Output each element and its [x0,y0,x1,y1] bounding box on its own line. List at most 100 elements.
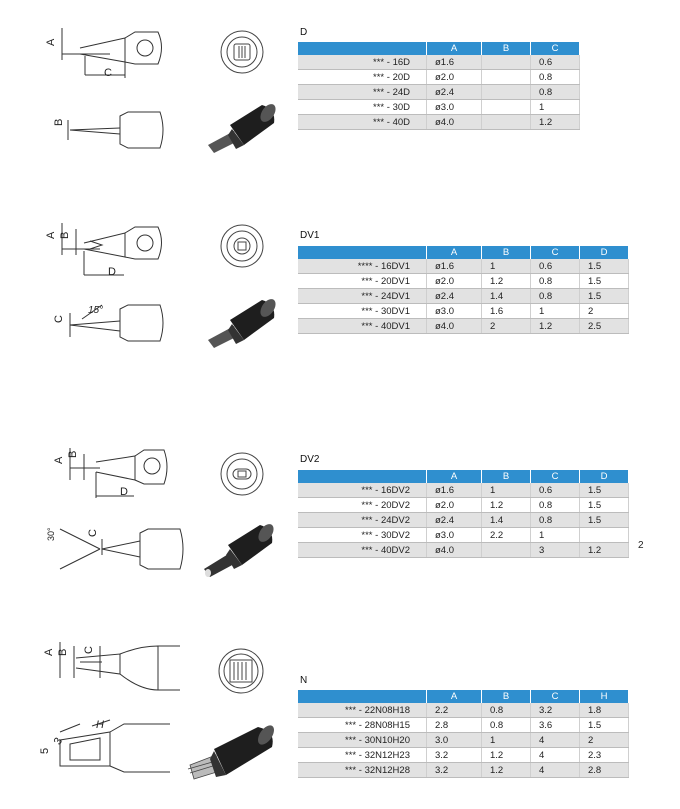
header-cell: B [481,690,531,703]
value-cell: 1.5 [579,512,629,528]
value-cell: ø4.0 [426,318,482,334]
header-cell: A [426,42,482,55]
model-cell: *** - 24DV1 [298,288,427,304]
table-title-n: N [300,675,308,686]
value-cell: 2.5 [579,318,629,334]
model-cell: *** - 20DV2 [298,497,427,513]
label-b: B [53,119,65,126]
tip-dv2-end-view [220,452,264,496]
tip-n-side-drawing: A B C [43,642,180,691]
header-cell [298,42,427,55]
value-cell: 0.8 [530,512,580,528]
value-cell: 1.5 [579,483,629,498]
value-cell [579,527,629,543]
tip-d-end-view [220,30,264,74]
label-c: C [104,67,112,79]
header-cell: D [579,470,629,483]
value-cell [481,55,531,70]
value-cell: 1 [481,483,531,498]
model-cell: *** - 32N12H28 [298,762,427,778]
value-cell: 3.2 [530,703,580,718]
model-cell: *** - 22N08H18 [298,703,427,718]
value-cell: 1.8 [579,703,629,718]
value-cell: 3 [530,542,580,558]
value-cell [481,69,531,85]
label-b: B [59,232,71,239]
value-cell: 3.6 [530,717,580,733]
value-cell: 4 [530,762,580,778]
value-cell: 1.4 [481,288,531,304]
value-cell: 0.8 [530,288,580,304]
label-a: A [45,38,57,46]
label-angle: 30° [46,527,56,541]
label-d: D [120,486,128,498]
value-cell: ø1.6 [426,55,482,70]
value-cell: 1.5 [579,717,629,733]
value-cell: 0.8 [530,497,580,513]
header-cell: B [481,470,531,483]
model-cell: *** - 40D [298,114,427,130]
model-cell: *** - 28N08H15 [298,717,427,733]
tip-dv1-top-drawing: C 15° [53,304,164,342]
header-cell: H [579,690,629,703]
label-5: 5 [40,748,51,754]
label-b: B [57,649,69,656]
model-cell: *** - 30N10H20 [298,732,427,748]
value-cell: 0.8 [530,273,580,289]
model-cell: *** - 16DV2 [298,483,427,498]
value-cell [481,99,531,115]
value-cell: 1.5 [579,259,629,274]
value-cell: ø2.0 [426,497,482,513]
value-cell: 2 [579,303,629,319]
value-cell: 2.2 [481,527,531,543]
value-cell: ø2.4 [426,288,482,304]
tip-dv2-side-drawing: A B D [53,448,168,498]
table-title-dv1: DV1 [300,230,320,241]
value-cell [481,542,531,558]
value-cell: 1.6 [481,303,531,319]
header-cell [298,690,427,703]
label-a: A [45,231,57,239]
table-header-row: A B C D [298,246,629,259]
value-cell: 1.2 [481,762,531,778]
label-angle: 15° [88,305,103,316]
header-cell: A [426,246,482,259]
tip-dv1-end-view [220,224,264,268]
model-cell: *** - 20DV1 [298,273,427,289]
value-cell: ø4.0 [426,114,482,130]
header-cell: C [530,690,580,703]
table-title-dv2: DV2 [300,454,320,465]
model-cell: *** - 24D [298,84,427,100]
value-cell: ø2.4 [426,512,482,528]
value-cell: 1.2 [481,497,531,513]
value-cell: 1.5 [579,273,629,289]
header-cell: C [530,470,580,483]
tip-dv1-side-drawing: A B D [45,223,162,278]
table-header-row: A B C H [298,690,629,703]
value-cell: ø1.6 [426,259,482,274]
value-cell: 3.2 [426,762,482,778]
header-cell [298,470,427,483]
value-cell [481,114,531,130]
header-cell: C [530,42,580,55]
value-cell: 2 [579,732,629,748]
value-cell: 2.8 [426,717,482,733]
tip-n-3d-render [187,725,274,780]
stray-value: 2 [638,540,644,551]
value-cell: 2.3 [579,747,629,763]
value-cell: 0.8 [530,69,580,85]
label-c: C [83,646,95,654]
